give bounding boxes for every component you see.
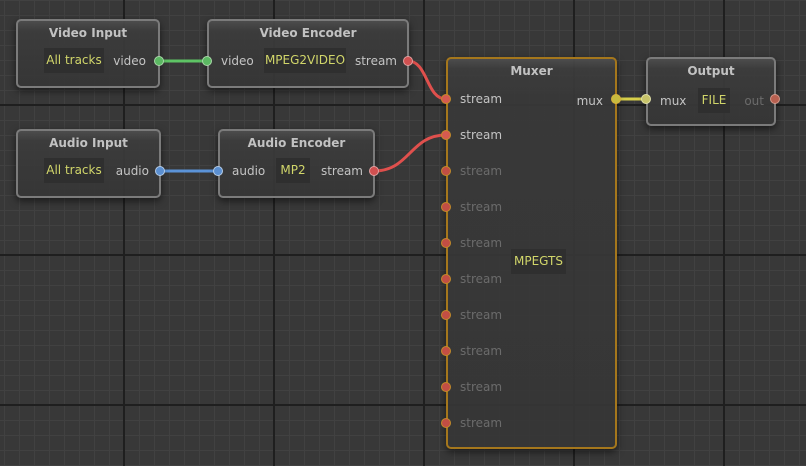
port-muxer-stream-in[interactable] <box>441 310 451 320</box>
node-title: Muxer <box>510 64 553 78</box>
node-title: Video Input <box>48 26 128 40</box>
track-selector-field[interactable]: All tracks <box>44 48 104 73</box>
port-muxer-stream-in[interactable] <box>441 382 451 392</box>
output-port-label: stream <box>354 54 397 68</box>
output-port-label: stream <box>320 164 363 178</box>
wire-video-stream[interactable] <box>407 59 447 101</box>
node-audio-input[interactable]: Audio Input All tracks audio <box>16 129 161 198</box>
port-audio-input-audio-out[interactable] <box>155 166 165 176</box>
output-port-label: mux <box>576 94 603 108</box>
muxer-input-label: stream <box>460 200 503 214</box>
port-output-out[interactable] <box>770 94 780 104</box>
output-port-label: audio <box>115 164 149 178</box>
muxer-input-label: stream <box>460 380 503 394</box>
node-title: Audio Encoder <box>247 136 346 150</box>
node-title: Output <box>687 64 735 78</box>
muxer-input-label: stream <box>460 308 503 322</box>
track-selector-field[interactable]: All tracks <box>44 158 104 183</box>
port-muxer-stream-in[interactable] <box>441 202 451 212</box>
node-output[interactable]: Output mux FILE out <box>646 57 776 126</box>
port-video-input-video-out[interactable] <box>154 56 164 66</box>
port-audio-encoder-audio-in[interactable] <box>213 166 223 176</box>
node-audio-encoder[interactable]: Audio Encoder audio MP2 stream <box>218 129 375 198</box>
input-port-label: audio <box>232 164 266 178</box>
muxer-input-label: stream <box>460 344 503 358</box>
muxer-input-label: stream <box>460 92 503 106</box>
port-muxer-stream-in[interactable] <box>441 418 451 428</box>
port-muxer-stream-in[interactable] <box>441 166 451 176</box>
port-muxer-stream-in[interactable] <box>441 238 451 248</box>
port-muxer-stream-in[interactable] <box>441 130 451 140</box>
port-muxer-stream-in[interactable] <box>441 274 451 284</box>
input-port-label: mux <box>660 94 687 108</box>
port-muxer-stream-in[interactable] <box>441 346 451 356</box>
port-muxer-stream-in[interactable] <box>441 94 451 104</box>
muxer-input-label: stream <box>460 164 503 178</box>
muxer-input-label: stream <box>460 236 503 250</box>
destination-field[interactable]: FILE <box>698 88 730 113</box>
node-title: Audio Input <box>49 136 128 150</box>
input-port-label: video <box>221 54 254 68</box>
node-video-encoder[interactable]: Video Encoder video MPEG2VIDEO stream <box>207 19 409 88</box>
port-audio-encoder-stream-out[interactable] <box>369 166 379 176</box>
port-muxer-mux-out[interactable] <box>611 94 621 104</box>
node-muxer[interactable]: Muxer stream stream stream stream stream stre… <box>446 57 617 449</box>
wire-audio-stream[interactable] <box>373 133 447 173</box>
port-video-encoder-video-in[interactable] <box>202 56 212 66</box>
node-video-input[interactable]: Video Input All tracks video <box>16 19 160 88</box>
output-port-label: video <box>113 54 146 68</box>
format-field[interactable]: MPEGTS <box>511 249 566 274</box>
port-output-mux-in[interactable] <box>641 94 651 104</box>
output-port-label: out <box>744 94 764 108</box>
node-title: Video Encoder <box>259 26 357 40</box>
port-video-encoder-stream-out[interactable] <box>403 56 413 66</box>
muxer-input-label: stream <box>460 272 503 286</box>
muxer-input-label: stream <box>460 416 503 430</box>
muxer-input-label: stream <box>460 128 503 142</box>
codec-field[interactable]: MPEG2VIDEO <box>264 48 346 73</box>
codec-field[interactable]: MP2 <box>276 158 310 183</box>
